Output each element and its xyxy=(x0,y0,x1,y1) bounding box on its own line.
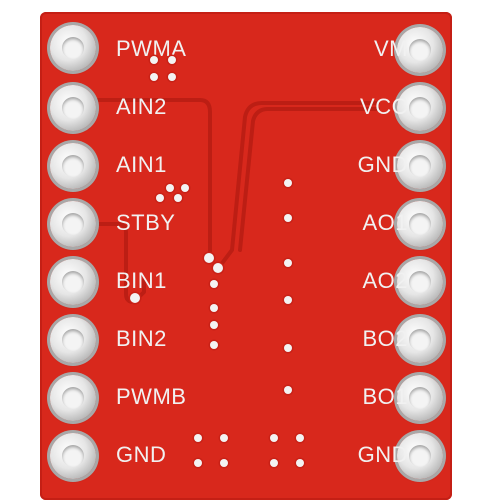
via xyxy=(210,341,218,349)
pin-label-gnd-right-2: GND xyxy=(357,442,408,467)
pin-pad-right-5 xyxy=(397,259,443,305)
via xyxy=(284,214,292,222)
pin-pad-left-2 xyxy=(50,85,96,131)
pin-pad-right-6 xyxy=(397,317,443,363)
via xyxy=(284,344,292,352)
via xyxy=(284,386,292,394)
pin-pad-right-1 xyxy=(397,27,443,73)
pin-label-gnd-right-1: GND xyxy=(357,152,408,177)
pin-label-bin2: BIN2 xyxy=(116,326,167,351)
via xyxy=(168,56,176,64)
via xyxy=(213,263,223,273)
pcb-board xyxy=(40,12,452,500)
pin-pad-right-3 xyxy=(397,143,443,189)
pin-label-bo1: BO1 xyxy=(362,384,408,409)
pin-pad-right-8 xyxy=(397,433,443,479)
via xyxy=(194,434,202,442)
pin-label-stby: STBY xyxy=(116,210,176,235)
pin-pad-right-4 xyxy=(397,201,443,247)
via xyxy=(284,179,292,187)
pin-label-ao1: AO1 xyxy=(362,210,408,235)
pin-label-bo2: BO2 xyxy=(362,326,408,351)
pin-pad-left-7 xyxy=(50,375,96,421)
via xyxy=(168,73,176,81)
via xyxy=(296,434,304,442)
pin-label-vm: VM xyxy=(374,36,408,61)
trace-vcc xyxy=(218,101,380,268)
via xyxy=(284,296,292,304)
pin-pad-right-2 xyxy=(397,85,443,131)
via xyxy=(150,56,158,64)
pin-pad-right-7 xyxy=(397,375,443,421)
pin-pad-left-4 xyxy=(50,201,96,247)
via xyxy=(210,280,218,288)
via xyxy=(284,259,292,267)
via xyxy=(150,73,158,81)
via xyxy=(220,459,228,467)
via xyxy=(130,293,140,303)
pin-pad-left-1 xyxy=(50,25,96,71)
via xyxy=(204,253,214,263)
via xyxy=(270,459,278,467)
trace-ain2 xyxy=(94,98,212,260)
via xyxy=(210,304,218,312)
via xyxy=(156,194,164,202)
via xyxy=(166,184,174,192)
via xyxy=(210,321,218,329)
via xyxy=(296,459,304,467)
via xyxy=(270,434,278,442)
pin-label-gnd-left: GND xyxy=(116,442,167,467)
pin-label-bin1: BIN1 xyxy=(116,268,167,293)
via xyxy=(220,434,228,442)
pin-pad-left-8 xyxy=(50,433,96,479)
trace-stby xyxy=(94,222,136,304)
via xyxy=(194,459,202,467)
via xyxy=(181,184,189,192)
trace-vcc-2 xyxy=(238,107,380,252)
via xyxy=(174,194,182,202)
pin-label-vcc: VCC xyxy=(360,94,408,119)
pin-label-ain1: AIN1 xyxy=(116,152,167,177)
pin-pad-left-5 xyxy=(50,259,96,305)
pin-pad-left-6 xyxy=(50,317,96,363)
pin-label-pwmb: PWMB xyxy=(116,384,187,409)
pin-pad-left-3 xyxy=(50,143,96,189)
pin-label-ain2: AIN2 xyxy=(116,94,167,119)
pin-label-ao2: AO2 xyxy=(362,268,408,293)
